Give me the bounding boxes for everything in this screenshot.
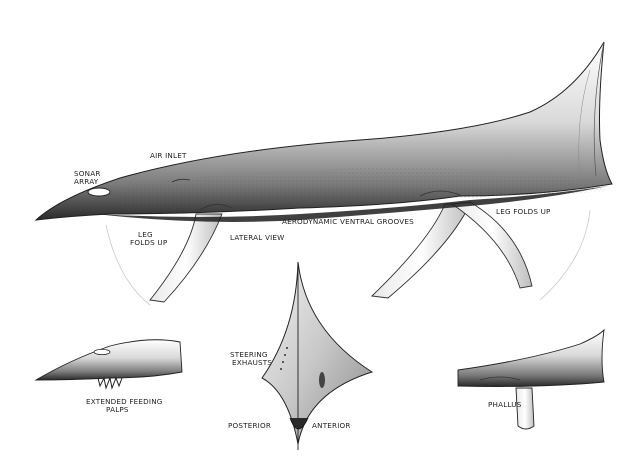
air-inlet-opening <box>171 178 191 183</box>
palps-eye <box>93 348 111 355</box>
feeding-palps <box>97 376 123 390</box>
label-leg-folds-left-line1: LEG <box>138 230 153 239</box>
ventral-lobe <box>289 417 309 430</box>
label-sonar-array-line1: SONAR <box>74 169 101 178</box>
exhaust-dot-2 <box>284 354 286 356</box>
body-stipple <box>120 168 605 210</box>
label-phallus: PHALLUS <box>488 400 522 409</box>
lateral-view-drawing <box>34 41 613 306</box>
ventral-groove-2 <box>419 190 463 197</box>
phallus-drawing <box>457 328 605 430</box>
label-steering-exhausts-line1: STEERING <box>230 350 268 359</box>
phallus-organ <box>515 387 535 430</box>
anterior-organ <box>319 372 325 388</box>
exhaust-dot-1 <box>286 347 288 349</box>
label-air-inlet: AIR INLET <box>150 151 187 160</box>
right-leg-back <box>450 201 533 289</box>
label-leg-folds-right: LEG FOLDS UP <box>496 207 551 216</box>
label-sonar-array-line2: ARRAY <box>74 177 99 186</box>
phallus-body <box>457 328 605 387</box>
exhaust-dot-4 <box>280 368 282 370</box>
label-lateral-view: LATERAL VIEW <box>230 233 284 242</box>
phallus-groove <box>479 376 521 381</box>
right-leg-front <box>371 203 471 299</box>
feeding-palps-drawing <box>34 339 183 390</box>
ventral-groove-1 <box>199 204 233 211</box>
label-posterior: POSTERIOR <box>228 421 271 430</box>
leg-swing-arc-right <box>539 209 591 301</box>
frontal-body <box>261 261 374 445</box>
tail-fin-ridge <box>593 41 605 177</box>
label-extended-palps-line2: PALPS <box>106 405 129 414</box>
left-leg <box>149 213 223 303</box>
tail-fin-ridge-2 <box>578 69 591 179</box>
label-steering-exhausts-line2: EXHAUSTS <box>232 358 272 367</box>
leg-swing-arc-left <box>105 224 151 306</box>
palps-body <box>34 339 183 381</box>
label-anterior: ANTERIOR <box>312 421 351 430</box>
ventral-keel <box>96 186 608 222</box>
exhaust-dot-3 <box>282 361 284 363</box>
sonar-array-organ <box>87 187 111 197</box>
label-extended-palps-line1: EXTENDED FEEDING <box>86 397 163 406</box>
label-leg-folds-left-line2: FOLDS UP <box>130 238 168 247</box>
frontal-view-drawing <box>261 261 374 450</box>
label-aero-grooves: AERODYNAMIC VENTRAL GROOVES <box>282 217 414 226</box>
